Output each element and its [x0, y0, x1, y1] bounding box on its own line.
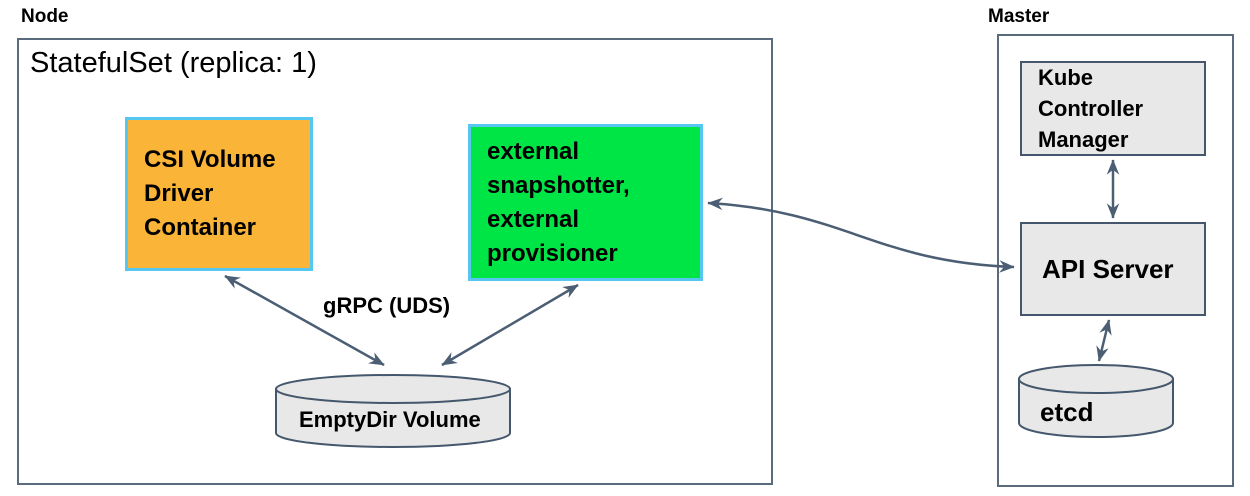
kube-controller-manager-label: Kube Controller Manager — [1038, 65, 1144, 152]
csi-volume-driver-container-label: CSI Volume Driver Container — [144, 146, 276, 241]
api-server-box: API Server — [1020, 222, 1206, 316]
csi-volume-driver-container-box: CSI Volume Driver Container — [125, 117, 313, 271]
external-snapshotter-provisioner-label: external snapshotter, external provision… — [487, 137, 630, 267]
kube-controller-manager-box: Kube Controller Manager — [1020, 61, 1206, 156]
emptydir-volume-label: EmptyDir Volume — [299, 407, 481, 432]
grpc-uds-label: gRPC (UDS) — [323, 293, 451, 318]
node-section-label: Node — [21, 6, 69, 27]
etcd-label: etcd — [1040, 397, 1094, 427]
statefulset-title: StatefulSet (replica: 1) — [30, 47, 317, 79]
external-snapshotter-provisioner-box: external snapshotter, external provision… — [468, 124, 703, 281]
master-section-label: Master — [988, 6, 1050, 27]
api-server-label: API Server — [1042, 253, 1174, 284]
